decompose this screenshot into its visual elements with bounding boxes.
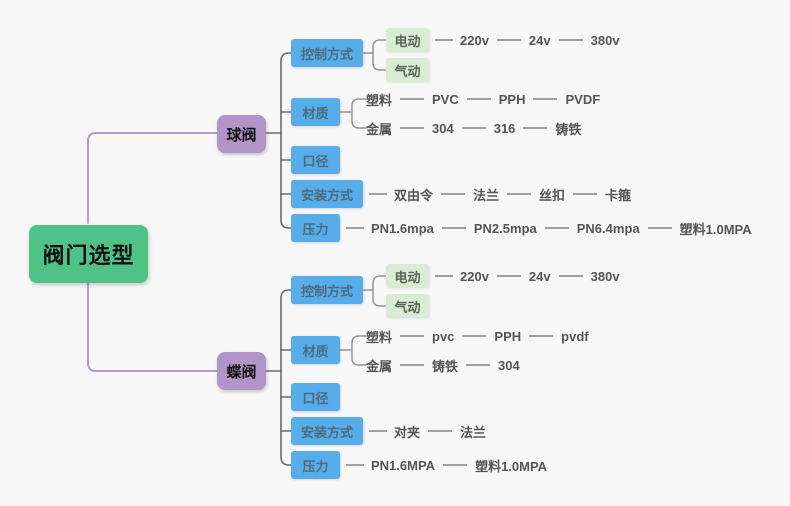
leaf-node[interactable]: 铸铁	[432, 358, 459, 374]
trunk-to-butterfly-valve	[87, 282, 218, 372]
connector-dash	[558, 39, 583, 41]
connector-dash	[400, 364, 425, 366]
leaf-node[interactable]: 220v	[460, 32, 489, 48]
leaf-node[interactable]: 塑料1.0MPA	[475, 458, 548, 474]
node-ball-valve[interactable]: 球阀	[217, 115, 266, 153]
topic-ball-pressure[interactable]: 压力	[291, 214, 340, 242]
connector-dash	[441, 193, 466, 195]
topic-butterfly-material[interactable]: 材质	[291, 336, 340, 364]
connector-dash	[544, 227, 569, 229]
leaf-row-ball-plastic: 塑料 PVC PPH PVDF	[366, 87, 600, 111]
sub-ball-pneumatic[interactable]: 气动	[386, 58, 429, 82]
sub-butterfly-pneumatic[interactable]: 气动	[386, 294, 429, 318]
leaf-node[interactable]: PN1.6MPA	[371, 457, 436, 473]
leaf-node[interactable]: 380v	[590, 32, 620, 48]
sub-butterfly-electric[interactable]: 电动	[386, 264, 429, 288]
leaf-row-ball-voltages: 220v 24v 380v	[429, 28, 620, 52]
leaf-node[interactable]: 380v	[590, 268, 620, 284]
topic-ball-control-mode[interactable]: 控制方式	[291, 39, 363, 67]
leaf-node[interactable]: PVC	[432, 91, 459, 107]
connector-dash	[558, 275, 583, 277]
connector-dash	[533, 98, 558, 100]
connector-dash	[466, 98, 491, 100]
topic-butterfly-install-mode[interactable]: 安装方式	[291, 417, 363, 445]
connector-dash	[647, 227, 672, 229]
leaf-node[interactable]: pvc	[432, 328, 455, 344]
leaf-node[interactable]: 法兰	[460, 424, 487, 440]
ball-ctrl-bracket	[372, 39, 387, 71]
connector-dash	[496, 39, 521, 41]
leaf-node[interactable]: PPH	[498, 91, 526, 107]
leaf-row-butterfly-plastic: 塑料 pvc PPH pvdf	[366, 324, 589, 348]
connector-dash	[573, 193, 598, 195]
connector-dash	[400, 127, 425, 129]
leaf-node[interactable]: 法兰	[473, 187, 500, 203]
butterfly-ctrl-bracket	[372, 275, 387, 307]
connector-dash	[435, 39, 453, 41]
leaf-node[interactable]: 塑料	[366, 92, 393, 108]
leaf-node[interactable]: 24v	[528, 32, 551, 48]
leaf-node[interactable]: PPH	[494, 328, 522, 344]
butterfly-material-bracket	[351, 335, 367, 366]
leaf-row-butterfly-pressure: PN1.6MPA 塑料1.0MPA	[340, 453, 547, 477]
leaf-node[interactable]: 316	[493, 120, 516, 136]
connector-dash	[400, 98, 425, 100]
topic-ball-install-mode[interactable]: 安装方式	[291, 180, 363, 208]
connector-dash	[369, 193, 387, 195]
leaf-row-butterfly-metal: 金属 铸铁 304	[366, 353, 520, 377]
leaf-row-butterfly-voltages: 220v 24v 380v	[429, 264, 620, 288]
leaf-node[interactable]: 塑料1.0MPA	[679, 221, 752, 237]
leaf-row-butterfly-install: 对夹 法兰	[363, 419, 486, 443]
leaf-node[interactable]: 卡箍	[605, 187, 632, 203]
leaf-node[interactable]: 金属	[366, 121, 393, 137]
connector-dash	[461, 127, 486, 129]
leaf-row-ball-metal: 金属 304 316 铸铁	[366, 116, 581, 140]
connector-dash	[466, 364, 491, 366]
connector-dash	[369, 430, 387, 432]
connector-dash	[346, 464, 364, 466]
sub-ball-electric[interactable]: 电动	[386, 28, 429, 52]
connector-dash	[443, 464, 468, 466]
leaf-node[interactable]: pvdf	[561, 328, 589, 344]
connector-dash	[462, 335, 487, 337]
topic-butterfly-pressure[interactable]: 压力	[291, 451, 340, 479]
leaf-node[interactable]: PN1.6mpa	[371, 220, 434, 236]
leaf-row-ball-install: 双由令 法兰 丝扣 卡箍	[363, 182, 631, 206]
butterfly-spine	[280, 289, 292, 466]
connector-dash	[400, 335, 425, 337]
connector-dash	[441, 227, 466, 229]
leaf-node[interactable]: 24v	[528, 268, 551, 284]
node-butterfly-valve[interactable]: 蝶阀	[217, 352, 266, 390]
connector-dash	[529, 335, 554, 337]
leaf-node[interactable]: 对夹	[394, 424, 421, 440]
topic-butterfly-control-mode[interactable]: 控制方式	[291, 276, 363, 304]
leaf-row-ball-pressure: PN1.6mpa PN2.5mpa PN6.4mpa 塑料1.0MPA	[340, 216, 752, 240]
connector-dash	[496, 275, 521, 277]
node-root-valve-selection[interactable]: 阀门选型	[29, 225, 148, 283]
ball-material-bracket	[351, 98, 367, 129]
connector-dash	[346, 227, 364, 229]
topic-butterfly-bore[interactable]: 口径	[291, 383, 340, 411]
leaf-node[interactable]: 304	[498, 357, 520, 373]
ball-spine	[280, 52, 292, 229]
leaf-node[interactable]: PVDF	[565, 91, 601, 107]
trunk-to-ball-valve	[87, 132, 218, 224]
leaf-node[interactable]: PN2.5mpa	[473, 220, 537, 236]
leaf-node[interactable]: 220v	[460, 268, 489, 284]
connector-dash	[507, 193, 532, 195]
topic-ball-bore[interactable]: 口径	[291, 146, 340, 174]
connector-dash	[523, 127, 548, 129]
leaf-node[interactable]: PN6.4mpa	[576, 220, 640, 236]
leaf-node[interactable]: 铸铁	[555, 121, 582, 137]
leaf-node[interactable]: 塑料	[366, 329, 393, 345]
connector-dash	[435, 275, 453, 277]
connector-dash	[428, 430, 453, 432]
leaf-node[interactable]: 丝扣	[539, 187, 566, 203]
topic-ball-material[interactable]: 材质	[291, 98, 340, 126]
leaf-node[interactable]: 金属	[366, 358, 393, 374]
leaf-node[interactable]: 304	[432, 120, 454, 136]
leaf-node[interactable]: 双由令	[394, 187, 434, 203]
